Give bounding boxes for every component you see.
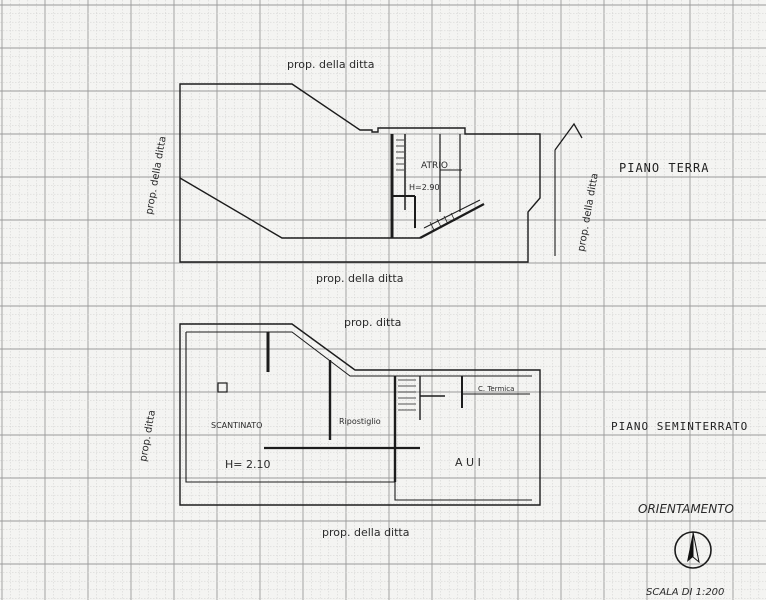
room-centrale-termica: C. Termica <box>478 385 514 393</box>
room-ripostiglio: Ripostiglio <box>339 417 381 426</box>
piano-seminterrato-title: PIANO SEMINTERRATO <box>611 420 748 433</box>
terra-room-height: H=2.90 <box>409 183 440 192</box>
terra-label-top: prop. della ditta <box>287 58 374 71</box>
room-aui: A U I <box>455 456 481 469</box>
north-arrow-icon <box>674 531 712 569</box>
room-scantinato: SCANTINATO <box>211 421 262 430</box>
piano-terra-title: PIANO TERRA <box>619 161 709 175</box>
piano-seminterrato-plan <box>179 323 541 506</box>
seminterrato-label-left: prop. ditta <box>138 409 158 462</box>
piano-terra-plan <box>179 83 583 263</box>
terra-label-right: prop. della ditta <box>576 172 601 252</box>
seminterrato-label-top: prop. ditta <box>344 316 401 329</box>
scale-label: SCALA DI 1:200 <box>646 587 724 598</box>
room-atrio: ATRIO <box>421 161 448 171</box>
seminterrato-room-height: H= 2.10 <box>225 458 270 471</box>
seminterrato-label-bottom: prop. della ditta <box>322 526 409 539</box>
terra-label-bottom: prop. della ditta <box>316 272 403 285</box>
orientamento-title: ORIENTAMENTO <box>638 502 734 516</box>
terra-label-left: prop. della ditta <box>144 135 169 215</box>
